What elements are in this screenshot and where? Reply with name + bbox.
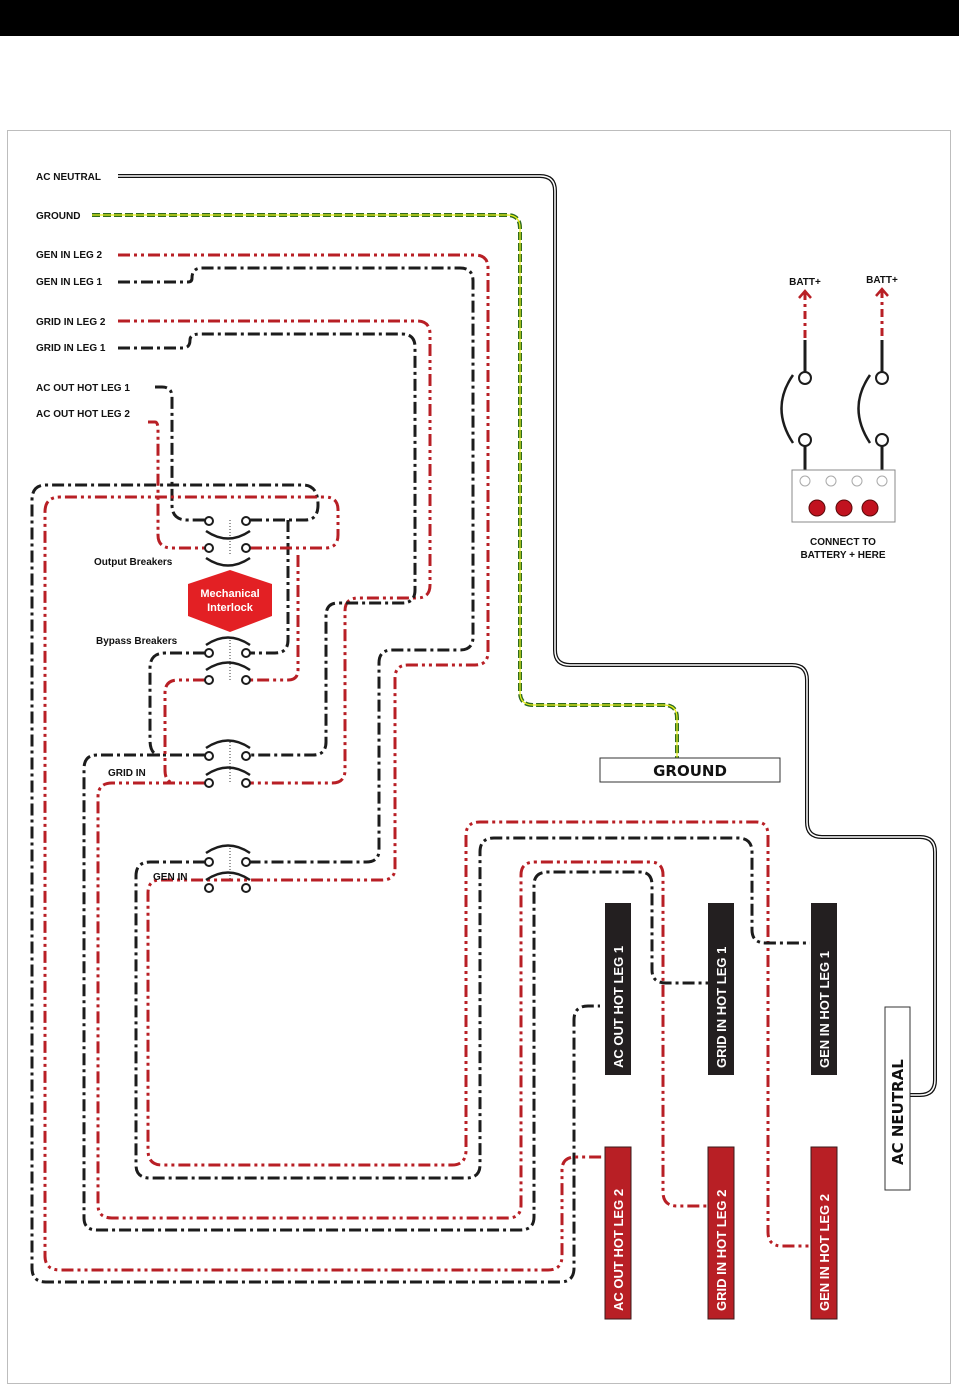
- legend-ac-neutral: AC NEUTRAL: [36, 172, 101, 183]
- breaker-arc: [205, 871, 251, 882]
- open-terminal: [825, 475, 837, 487]
- terminal: [875, 371, 889, 385]
- wire-ac-out-hot-leg-2: [43, 420, 605, 1272]
- breaker-arc: [205, 844, 251, 855]
- batt-plus-right-label: BATT+: [866, 275, 898, 286]
- wire-ac-out-hot-leg-1: [30, 385, 600, 1284]
- breaker-arc: [780, 374, 795, 444]
- battery-note-line-1: CONNECT TO: [810, 537, 876, 548]
- gen-in-hot-leg-2-tag[interactable]: GEN IN HOT LEG 2: [810, 1146, 838, 1320]
- output-breakers-label: Output Breakers: [94, 557, 173, 568]
- output-breakers[interactable]: [204, 516, 251, 567]
- ac-out-hot-leg-1-tag[interactable]: AC OUT HOT LEG 1: [605, 903, 631, 1075]
- legend-gen-in-leg-2: GEN IN LEG 2: [36, 250, 103, 261]
- wire-gen-in-leg-1: [118, 266, 810, 1180]
- top-black-bar: [0, 0, 959, 36]
- legend-ac-out-hot-leg-2: AC OUT HOT LEG 2: [36, 409, 130, 420]
- terminal: [204, 857, 214, 867]
- grid-in-hot-leg-1-tag-text: GRID IN HOT LEG 1: [714, 947, 729, 1068]
- interlock-line-2: Interlock: [207, 602, 254, 614]
- terminal: [798, 433, 812, 447]
- battery-terminal[interactable]: [808, 499, 826, 517]
- gen-in-breaker[interactable]: [204, 844, 251, 893]
- grid-in-hot-leg-2-tag-text: GRID IN HOT LEG 2: [714, 1190, 729, 1311]
- gen-in-hot-leg-1-tag-text: GEN IN HOT LEG 1: [817, 951, 832, 1068]
- terminal: [204, 778, 214, 788]
- open-terminal: [799, 475, 811, 487]
- terminal: [204, 751, 214, 761]
- breaker-arc: [205, 766, 251, 777]
- grid-in-hot-leg-1-tag[interactable]: GRID IN HOT LEG 1: [708, 903, 734, 1075]
- battery-note-line-2: BATTERY + HERE: [800, 550, 885, 561]
- diagram-frame: [7, 130, 951, 1384]
- grid-in-label: GRID IN: [108, 768, 146, 779]
- wire-grid-in-leg-1: [82, 332, 708, 1232]
- legend-gen-in-leg-1: GEN IN LEG 1: [36, 277, 103, 288]
- ac-out-hot-leg-1-tag-text: AC OUT HOT LEG 1: [611, 946, 626, 1068]
- interlock-line-1: Mechanical: [200, 588, 259, 600]
- wire-grid-in-leg-2: [96, 319, 708, 1220]
- legend-grid-in-leg-1: GRID IN LEG 1: [36, 343, 106, 354]
- gen-in-hot-leg-1-tag[interactable]: GEN IN HOT LEG 1: [811, 903, 837, 1075]
- legend-grid-in-leg-2: GRID IN LEG 2: [36, 317, 106, 328]
- ground-terminal-tag[interactable]: GROUND: [599, 757, 781, 783]
- battery-section: BATT+ BATT+ CONNECT TO BATTERY + HERE: [780, 275, 898, 561]
- batt-plus-left-label: BATT+: [789, 277, 821, 288]
- terminal: [241, 883, 251, 893]
- terminal: [241, 857, 251, 867]
- legend-ac-out-hot-leg-1: AC OUT HOT LEG 1: [36, 383, 130, 394]
- ac-neutral-terminal-tag[interactable]: AC NEUTRAL: [884, 1006, 911, 1191]
- terminal: [204, 516, 214, 526]
- terminal: [798, 371, 812, 385]
- gen-in-label: GEN IN: [153, 872, 187, 883]
- breaker-arc: [205, 661, 251, 672]
- terminal: [204, 675, 214, 685]
- terminal: [204, 648, 214, 658]
- terminal: [241, 543, 251, 553]
- breaker-arc: [205, 556, 251, 567]
- ground-tag-text: GROUND: [653, 762, 727, 780]
- terminal: [241, 778, 251, 788]
- wire-ac-out-2-bypass: [163, 555, 300, 785]
- ac-neutral-tag-text: AC NEUTRAL: [889, 1059, 907, 1165]
- battery-terminal[interactable]: [835, 499, 853, 517]
- open-terminal: [876, 475, 888, 487]
- mechanical-interlock: Mechanical Interlock: [188, 570, 272, 632]
- gen-in-hot-leg-2-tag-text: GEN IN HOT LEG 2: [817, 1194, 832, 1311]
- terminal: [241, 751, 251, 761]
- bypass-breakers-label: Bypass Breakers: [96, 636, 178, 647]
- terminal: [241, 516, 251, 526]
- breaker-arc: [205, 739, 251, 750]
- bypass-breakers[interactable]: [204, 636, 251, 685]
- terminal: [204, 543, 214, 553]
- grid-in-hot-leg-2-tag[interactable]: GRID IN HOT LEG 2: [707, 1146, 735, 1320]
- wire-ac-neutral: [118, 174, 937, 1097]
- arrow-up-icon: [875, 287, 889, 297]
- terminal: [204, 883, 214, 893]
- terminal: [875, 433, 889, 447]
- ac-out-hot-leg-2-tag-text: AC OUT HOT LEG 2: [611, 1189, 626, 1311]
- grid-in-breaker[interactable]: [204, 739, 251, 788]
- breaker-arc: [857, 374, 872, 444]
- open-terminal: [851, 475, 863, 487]
- breaker-arc: [205, 636, 251, 647]
- breaker-arc: [205, 529, 251, 540]
- ac-out-hot-leg-2-tag[interactable]: AC OUT HOT LEG 2: [604, 1146, 632, 1320]
- arrow-up-icon: [798, 289, 812, 299]
- terminal: [241, 648, 251, 658]
- legend-ground: GROUND: [36, 211, 80, 222]
- terminal: [241, 675, 251, 685]
- wire-ground: [92, 213, 679, 760]
- wire-ac-out-1-bypass: [148, 520, 290, 757]
- battery-terminal[interactable]: [861, 499, 879, 517]
- wire-gen-in-leg-2: [118, 253, 812, 1248]
